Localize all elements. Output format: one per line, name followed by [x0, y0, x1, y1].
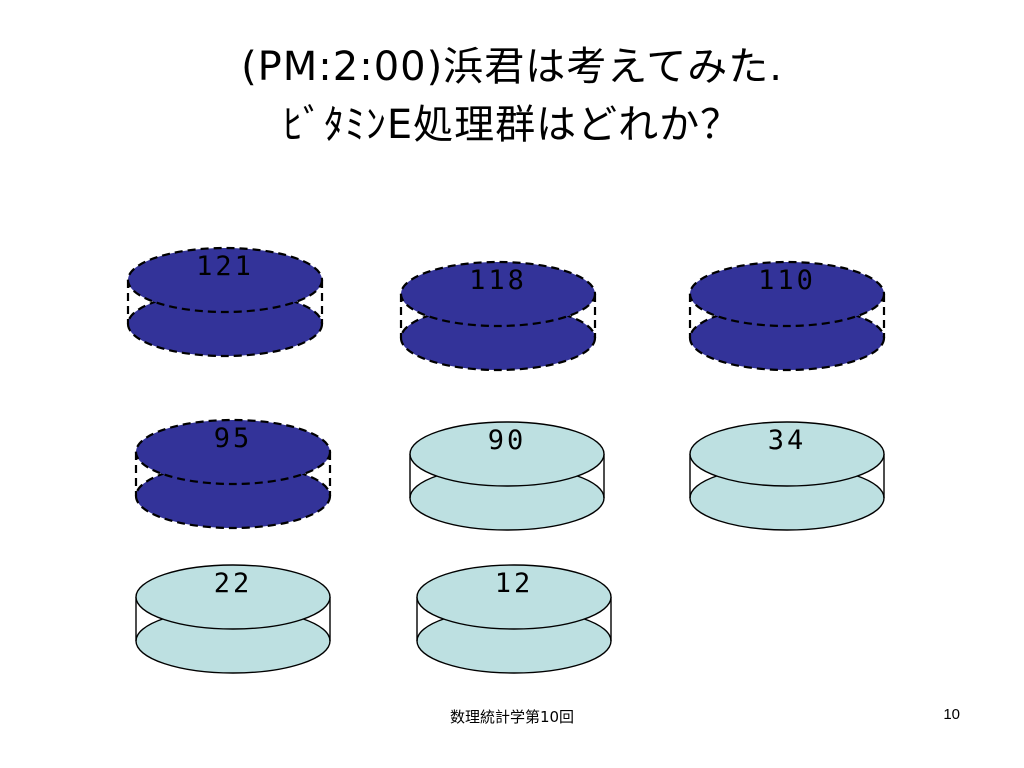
dish-top-ellipse [134, 418, 332, 486]
slide-page-number: 10 [943, 706, 960, 723]
dish-count-label: 22 [213, 568, 253, 599]
dish-count-label: 110 [758, 265, 816, 296]
dish-count-label: 121 [196, 251, 254, 282]
title-line-1: (PM:2:00)浜君は考えてみた. [241, 44, 783, 90]
petri-dish-drawing [134, 418, 332, 530]
dish-top-ellipse [135, 564, 331, 630]
dish-count-label: 95 [213, 423, 253, 454]
dish-top-ellipse [689, 421, 885, 487]
petri-dish: 12 [416, 563, 626, 683]
petri-dish-drawing [688, 260, 886, 372]
petri-dish: 34 [689, 420, 899, 540]
petri-dish: 121 [126, 246, 337, 366]
title-line-2: ﾋﾞﾀﾐﾝE処理群はどれか？ [282, 102, 742, 148]
dish-top-ellipse [399, 260, 597, 328]
petri-dish: 90 [409, 420, 619, 540]
petri-dish-drawing [399, 260, 597, 372]
dish-count-label: 90 [487, 425, 527, 456]
petri-dish-drawing [135, 564, 331, 674]
petri-dish: 22 [135, 563, 345, 683]
dish-count-label: 34 [767, 425, 807, 456]
dish-top-ellipse [126, 246, 324, 314]
slide-title: (PM:2:00)浜君は考えてみた. ﾋﾞﾀﾐﾝE処理群はどれか？ [0, 38, 1024, 154]
dish-count-label: 118 [469, 265, 527, 296]
footer-course-title: 数理統計学第10回 [449, 708, 575, 726]
petri-dish-drawing [416, 564, 612, 674]
dish-top-ellipse [688, 260, 886, 328]
petri-dish: 110 [688, 260, 899, 380]
petri-dish: 95 [134, 418, 345, 538]
petri-dish-drawing [689, 421, 885, 531]
petri-dish-drawing [409, 421, 605, 531]
dish-count-label: 12 [494, 568, 534, 599]
petri-dish: 118 [399, 260, 610, 380]
dish-top-ellipse [409, 421, 605, 487]
petri-dish-drawing [126, 246, 324, 358]
dish-top-ellipse [416, 564, 612, 630]
